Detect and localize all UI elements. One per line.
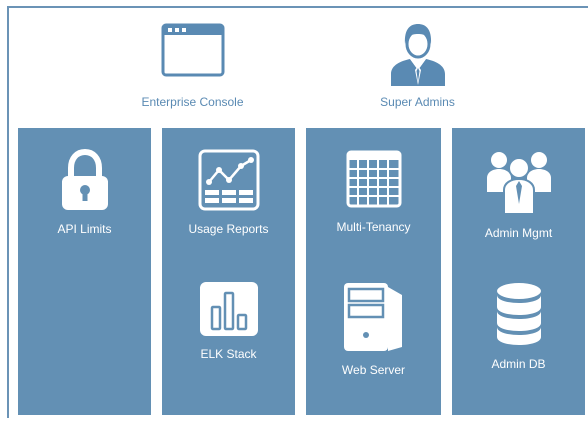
super-admins-label: Super Admins <box>380 95 455 109</box>
admin-mgmt-label: Admin Mgmt <box>484 226 553 240</box>
lock-icon <box>61 148 108 210</box>
tile-web-server: Web Server <box>306 281 441 377</box>
tile-api-limits: API Limits <box>18 148 151 236</box>
line-chart-icon <box>198 149 259 211</box>
diagram-frame <box>7 6 588 418</box>
api-limits-label: API Limits <box>57 222 112 236</box>
server-icon <box>343 283 402 351</box>
tile-multi-tenancy: Multi-Tenancy <box>306 148 441 234</box>
grid-table-icon <box>346 150 401 208</box>
tile-admin-mgmt: Admin Mgmt <box>452 148 585 240</box>
database-icon <box>496 283 541 345</box>
admin-db-label: Admin DB <box>491 357 546 371</box>
column-reports: Usage Reports ELK Stack <box>162 128 295 415</box>
column-infrastructure: Multi-Tenancy Web Server <box>306 128 441 415</box>
users-group-icon <box>486 152 551 215</box>
enterprise-console: Enterprise Console <box>125 22 260 109</box>
browser-window-icon <box>161 23 224 77</box>
super-admins: Super Admins <box>360 22 475 109</box>
column-api-limits: API Limits <box>18 128 151 415</box>
usage-reports-label: Usage Reports <box>188 222 269 236</box>
bar-chart-icon <box>199 282 258 336</box>
tile-admin-db: Admin DB <box>452 281 585 371</box>
elk-stack-label: ELK Stack <box>200 347 257 361</box>
admin-user-icon <box>390 24 445 86</box>
tile-usage-reports: Usage Reports <box>162 148 295 236</box>
enterprise-console-label: Enterprise Console <box>141 95 244 109</box>
tile-elk-stack: ELK Stack <box>162 281 295 361</box>
column-administration: Admin Mgmt Admin DB <box>452 128 585 415</box>
multi-tenancy-label: Multi-Tenancy <box>336 220 411 234</box>
web-server-label: Web Server <box>341 363 406 377</box>
